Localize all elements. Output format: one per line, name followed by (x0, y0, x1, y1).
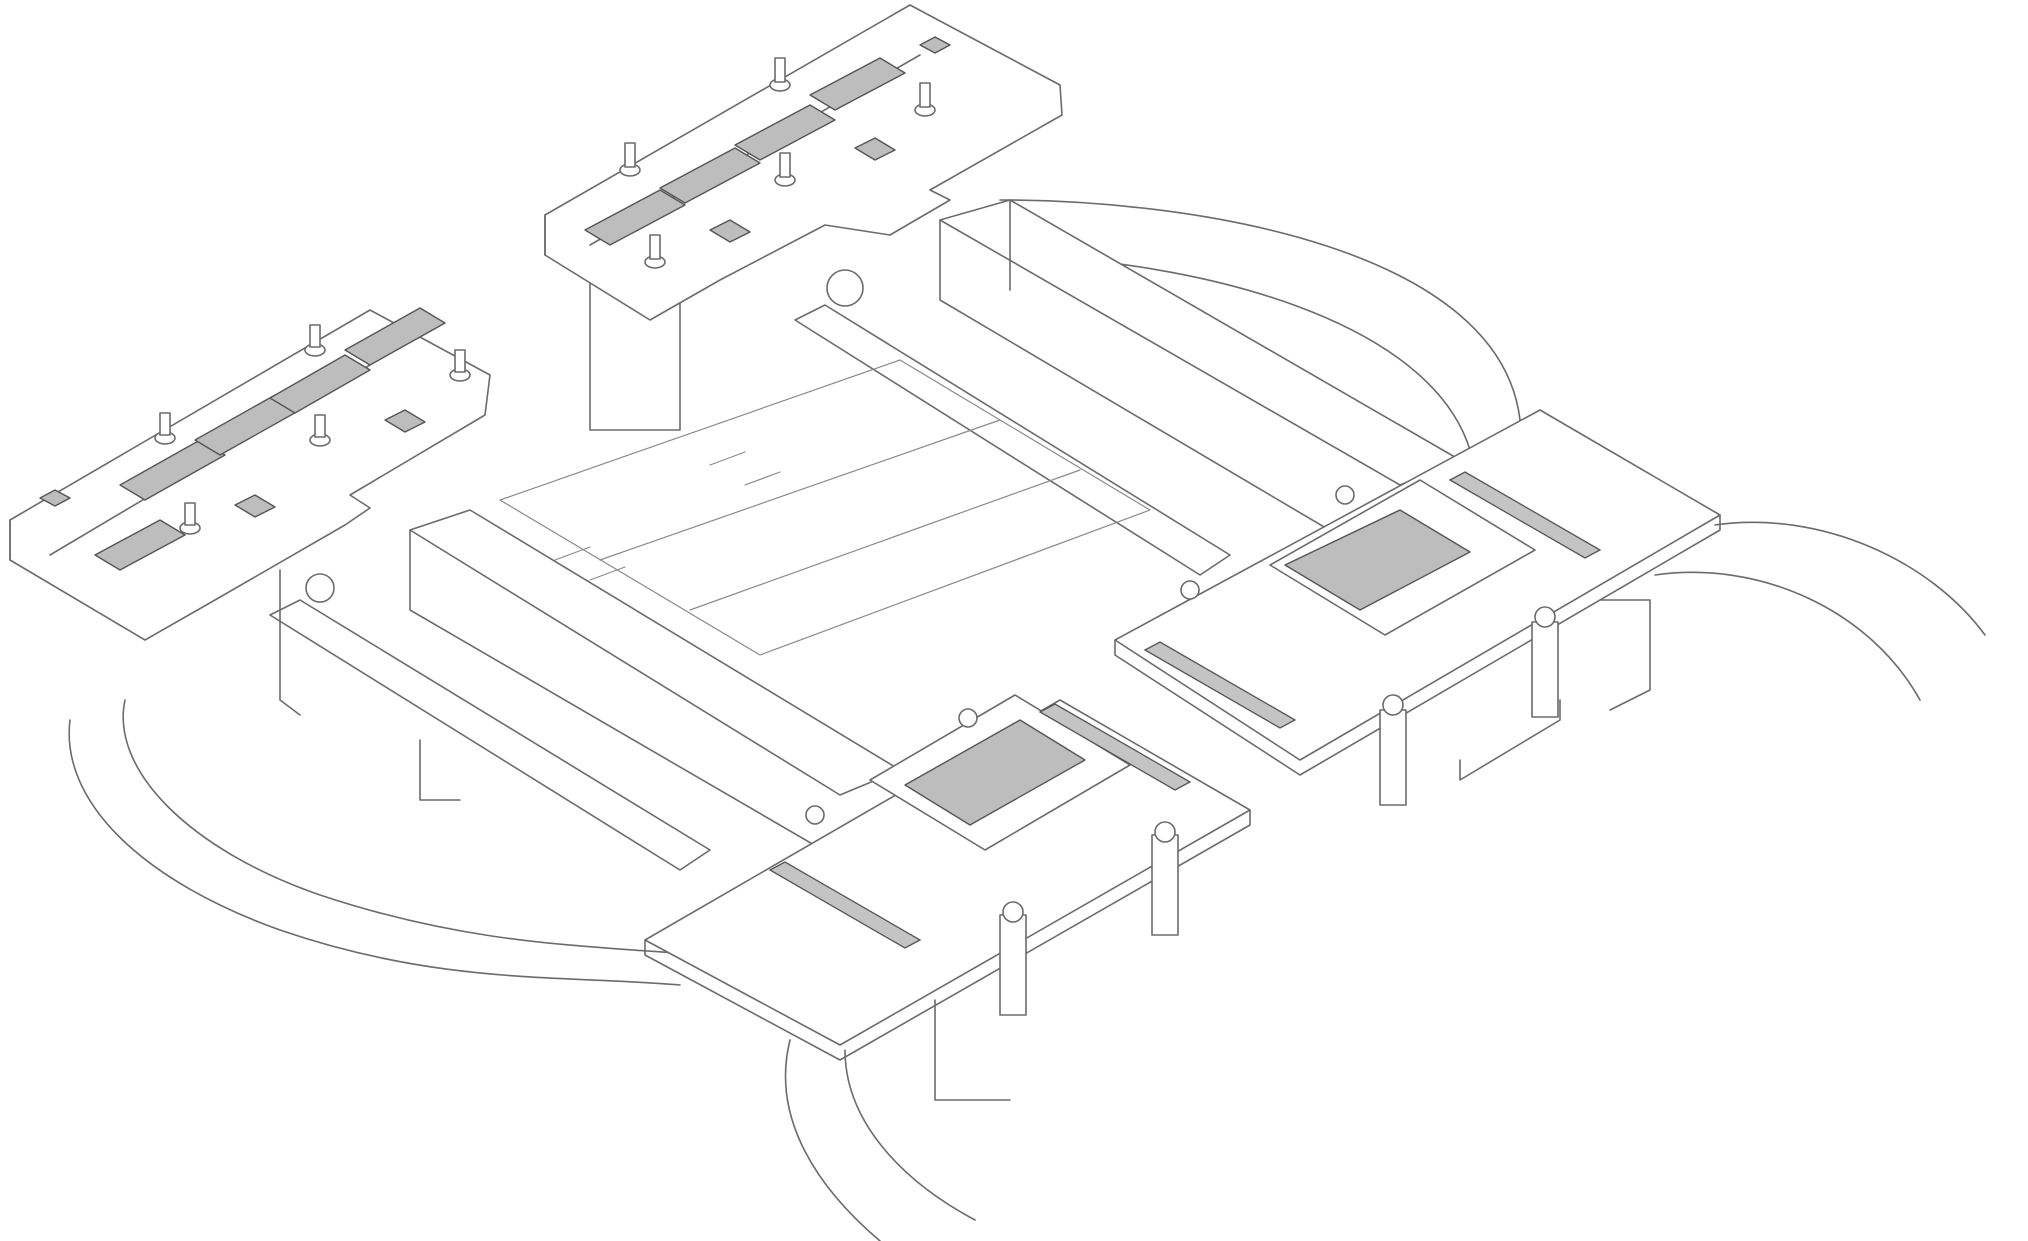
thermal-pad (584, 189, 686, 246)
memory-plate-left-body (9, 309, 491, 641)
spring-screw (999, 901, 1027, 1016)
thermal-strip (768, 861, 922, 949)
standoff-screw (914, 82, 936, 117)
thermal-strip (1448, 471, 1602, 559)
thermal-pad (659, 147, 761, 204)
frame (269, 199, 1461, 871)
thermal-pad (119, 439, 226, 501)
spring-screw (1335, 485, 1355, 505)
spring-screw (1151, 821, 1179, 936)
thermal-pad (269, 354, 371, 414)
standoff-screw (154, 412, 176, 445)
memory-plate-center-body (544, 4, 1063, 321)
thermal-pads-left-plate (39, 307, 446, 571)
hose-left-inner (122, 699, 701, 956)
hose-bottom-a (784, 1039, 881, 1241)
hose-right-a (1714, 521, 1986, 636)
memory-plate-center (544, 4, 1063, 321)
standoff-screw (179, 502, 201, 535)
memory-plate-left (9, 307, 491, 641)
thermal-pad (39, 489, 71, 507)
rail-cross-lower (269, 599, 711, 871)
spring-screw (958, 708, 978, 728)
spring-screw (1531, 606, 1559, 718)
thermal-pad (734, 104, 836, 161)
standoff-screw (644, 234, 666, 269)
cpu-thermal-pad (904, 719, 1086, 826)
thermal-pad (234, 494, 276, 518)
spring-screw (805, 805, 825, 825)
standoff-screw (449, 349, 471, 382)
thermal-pad (919, 36, 951, 54)
cpu-thermal-pad (1284, 509, 1471, 611)
thermal-pad (384, 409, 426, 433)
thermal-strip (1038, 703, 1192, 791)
thermal-pads-center-plate (584, 36, 951, 246)
rail-cross-upper (794, 304, 1231, 576)
hose-bottom-b (844, 1049, 976, 1221)
cpu-cold-plate-front (644, 694, 1251, 1101)
hose-left-outer (68, 719, 681, 986)
spring-screws-rear (1180, 485, 1559, 806)
thermal-pad (809, 57, 906, 111)
standoff-screw (309, 414, 331, 447)
standoff-screws-center-plate (619, 57, 936, 269)
thermal-pad (344, 307, 446, 366)
cpu-cold-plate-rear (1114, 409, 1721, 806)
standoff-screw (769, 57, 791, 92)
standoff-screw (304, 324, 326, 357)
thermal-strip (1143, 641, 1297, 729)
standoff-screws-left-plate (154, 324, 471, 535)
hose-top-right-a (999, 199, 1521, 421)
thermal-pad (709, 219, 751, 243)
thermal-pad (854, 137, 896, 161)
hose-right-b (1654, 571, 1921, 701)
spring-screw (1379, 694, 1407, 806)
thermal-pad (94, 519, 186, 571)
spring-screws-front (805, 708, 1179, 1016)
standoff-screw (774, 152, 796, 187)
spring-screw (1180, 580, 1200, 600)
standoff-screw (619, 142, 641, 177)
